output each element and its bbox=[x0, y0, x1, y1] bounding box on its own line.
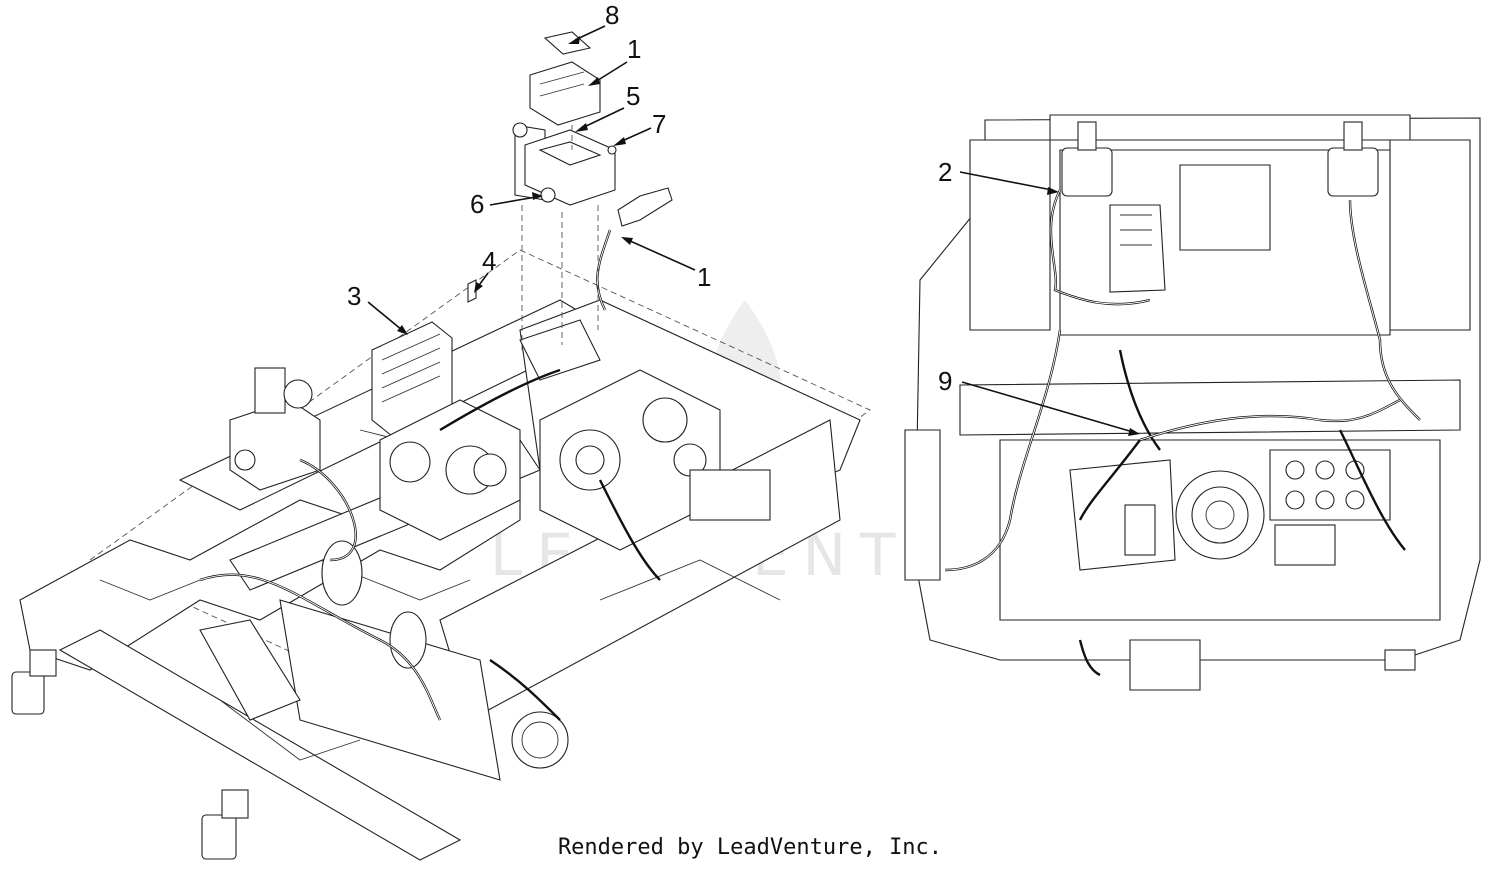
callout-7[interactable]: 7 bbox=[613, 109, 666, 146]
callout-7-label: 7 bbox=[652, 109, 666, 139]
left-assembly-view bbox=[11, 31, 871, 861]
callout-3[interactable]: 3 bbox=[347, 281, 408, 335]
callout-2[interactable]: 2 bbox=[938, 157, 1059, 195]
callout-3-label: 3 bbox=[347, 281, 361, 311]
callouts: 8 1 5 7 6 1 bbox=[347, 0, 1140, 436]
callout-9[interactable]: 9 bbox=[938, 366, 1140, 436]
right-assembly-view bbox=[904, 114, 1481, 691]
callout-2-label: 2 bbox=[938, 157, 952, 187]
callout-9-label: 9 bbox=[938, 366, 952, 396]
callout-1-lower-label: 1 bbox=[697, 262, 711, 292]
callout-8[interactable]: 8 bbox=[568, 0, 619, 44]
callout-6-label: 6 bbox=[470, 189, 484, 219]
callout-5[interactable]: 5 bbox=[575, 81, 640, 132]
callout-8-label: 8 bbox=[605, 0, 619, 30]
footer-credit: Rendered by LeadVenture, Inc. bbox=[557, 835, 943, 860]
callout-6[interactable]: 6 bbox=[470, 189, 543, 219]
callout-1-upper[interactable]: 1 bbox=[588, 34, 641, 86]
callout-1-lower[interactable]: 1 bbox=[621, 237, 711, 292]
callout-1-upper-label: 1 bbox=[627, 34, 641, 64]
callout-5-label: 5 bbox=[626, 81, 640, 111]
callout-4-label: 4 bbox=[482, 246, 496, 276]
callout-4[interactable]: 4 bbox=[474, 246, 496, 293]
